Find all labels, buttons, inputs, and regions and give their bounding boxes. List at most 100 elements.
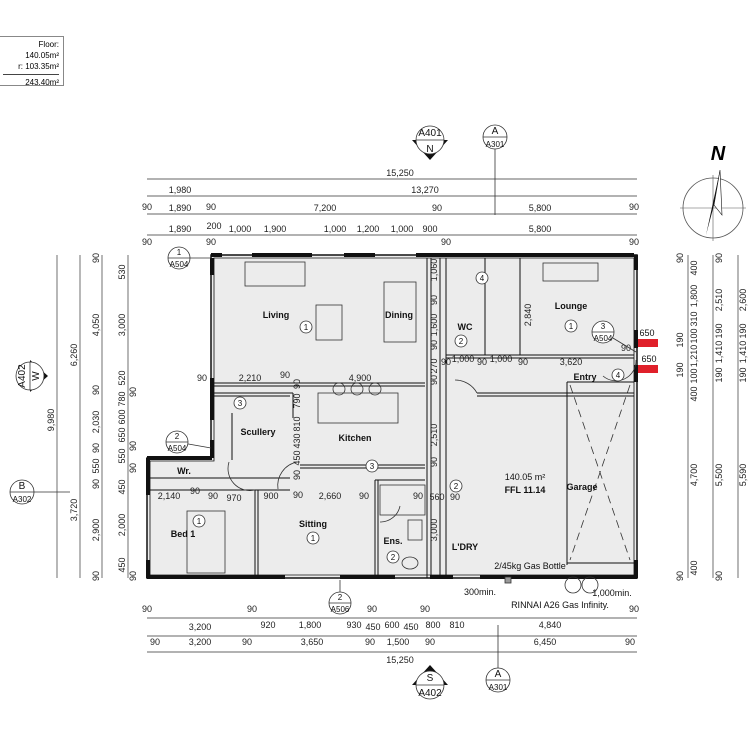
dimension-right: 1,210 (689, 345, 699, 368)
dimension-interior: 2,660 (319, 491, 342, 501)
dimension-right: 1,410 (714, 341, 724, 364)
ffl-level: FFL 11.14 (505, 485, 546, 495)
dimension-right: 190 (738, 367, 748, 382)
dimension-left: 2,000 (117, 514, 127, 537)
room-tag-icon (564, 319, 578, 333)
note: 650 (639, 328, 654, 338)
room-tag: 4 (616, 371, 621, 380)
floor-fill (147, 255, 637, 578)
dimension-top: 1,000 (324, 224, 347, 234)
dimension-right: 1,800 (689, 285, 699, 308)
room-tag: 3 (370, 462, 375, 471)
north-arrow: N (680, 143, 746, 241)
dimension-top: 1,200 (357, 224, 380, 234)
dimension-left: 2,030 (91, 411, 101, 434)
dimension-left: 90 (91, 253, 101, 263)
dimension-left: 520 (117, 370, 127, 385)
room-tag: 1 (304, 323, 309, 332)
dimension-right: 4,700 (689, 464, 699, 487)
dimension-right: 5,590 (738, 464, 748, 487)
detail-number: 3 (601, 322, 606, 331)
dimension-interior: 2,210 (239, 373, 262, 383)
room-label-dining: Dining (385, 310, 413, 320)
section-sheet: A301 (486, 140, 505, 149)
dimension-interior: 1,000 (490, 354, 513, 364)
dimension-interior: 90 (292, 470, 302, 480)
section-code: A (495, 669, 502, 680)
dimension-top: 900 (422, 224, 437, 234)
elevation-dir: N (426, 144, 433, 155)
elevation-code: A401 (418, 128, 442, 139)
dimension-right: 2,510 (714, 289, 724, 312)
dimension-interior: 2,510 (429, 424, 439, 447)
dimension-bottom: 3,200 (189, 637, 212, 647)
section-sheet: A302 (13, 495, 32, 504)
dimension-bottom: 1,800 (299, 620, 322, 630)
dimension-right: 90 (714, 253, 724, 263)
dimension-left: 550 (117, 448, 127, 463)
dimension-bottom: 90 (625, 637, 635, 647)
elevation-code: A402 (17, 364, 28, 388)
dimension-interior: 90 (477, 357, 487, 367)
dimension-right: 190 (675, 362, 685, 377)
dimension-interior: 90 (518, 357, 528, 367)
dimension-right: 190 (714, 323, 724, 338)
dimension-left: 3,000 (117, 314, 127, 337)
dimension-right: 190 (675, 332, 685, 347)
stair-tag-icon (475, 271, 489, 285)
dimension-top: 1,000 (229, 224, 252, 234)
dimension-top: 15,250 (386, 168, 414, 178)
dimension-left: 90 (128, 387, 138, 397)
dimension-interior: 90 (280, 370, 290, 380)
dimension-interior: 1,600 (429, 314, 439, 337)
dimension-bottom: 90 (425, 637, 435, 647)
dimension-left: 550 (91, 458, 101, 473)
dimension-bottom: 920 (260, 620, 275, 630)
room-tag: 3 (238, 399, 243, 408)
dimension-top: 1,980 (169, 185, 192, 195)
dimension-bottom: 450 (403, 622, 418, 632)
dimension-interior: 90 (441, 357, 451, 367)
note: 300min. (464, 587, 496, 597)
dimension-left: 4,050 (91, 314, 101, 337)
dimension-top: 90 (629, 237, 639, 247)
room-tag-icon (306, 531, 320, 545)
room-tag-icon (611, 368, 625, 382)
room-label-ldry: L'DRY (452, 542, 478, 552)
room-label-bed1: Bed 1 (171, 529, 196, 539)
dimension-interior: 90 (429, 375, 439, 385)
room-tag: 2 (459, 337, 464, 346)
dimension-top: 90 (206, 237, 216, 247)
dimension-interior: 90 (450, 492, 460, 502)
dimension-top: 1,000 (391, 224, 414, 234)
detail-number: 2 (175, 432, 180, 441)
room-label-kitchen: Kitchen (338, 433, 371, 443)
dimension-right: 1,410 (738, 341, 748, 364)
dimension-left: 2,900 (91, 519, 101, 542)
room-tag-icon (386, 550, 400, 564)
dimension-top: 5,800 (529, 203, 552, 213)
walls (146, 253, 658, 594)
dimension-left: 90 (91, 385, 101, 395)
north-label: N (711, 143, 726, 165)
dimension-left: 450 (117, 479, 127, 494)
dimension-top: 1,890 (169, 224, 192, 234)
room-tag-icon (454, 334, 468, 348)
dimension-bottom: 600 (384, 620, 399, 630)
room-label-lounge: Lounge (555, 301, 588, 311)
dimension-top: 13,270 (411, 185, 439, 195)
dimension-right: 310 (689, 311, 699, 326)
